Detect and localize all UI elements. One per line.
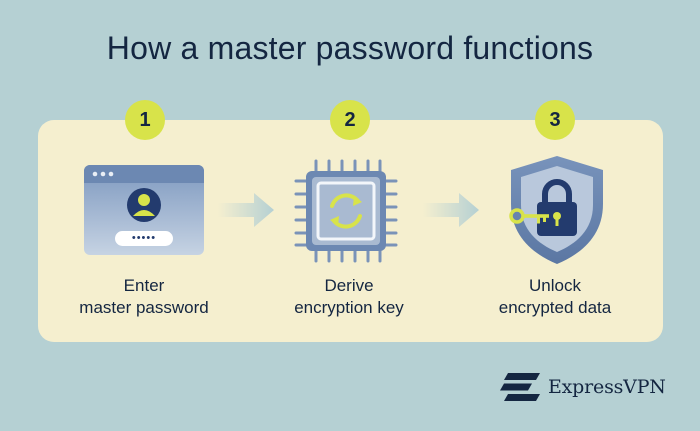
brand-logo: ExpressVPN [500,371,680,403]
step-3-label: Unlock encrypted data [455,275,655,319]
step-3-badge: 3 [535,100,575,140]
shield-lock-icon [509,156,603,264]
step-2-label-line2: encryption key [294,298,404,317]
page-title: How a master password functions [106,30,594,66]
encryption-chip-icon [294,159,398,263]
step-2-label: Derive encryption key [249,275,449,319]
step-3-label-line1: Unlock [529,276,581,295]
login-window-icon [84,165,204,255]
step-1-label: Enter master password [44,275,244,319]
password-dots: ••••• [131,232,157,244]
step-1-badge: 1 [125,100,165,140]
step-3-label-line2: encrypted data [498,298,612,317]
step-1-label-line1: Enter [123,276,165,295]
step-2-label-line1: Derive [324,276,374,295]
step-1-label-line2: master password [79,298,209,317]
expressvpn-logo-icon [500,373,540,401]
brand-name: ExpressVPN [548,376,666,398]
arrow-right-icon [218,193,274,227]
step-2-badge: 2 [330,100,370,140]
arrow-right-icon [423,193,479,227]
